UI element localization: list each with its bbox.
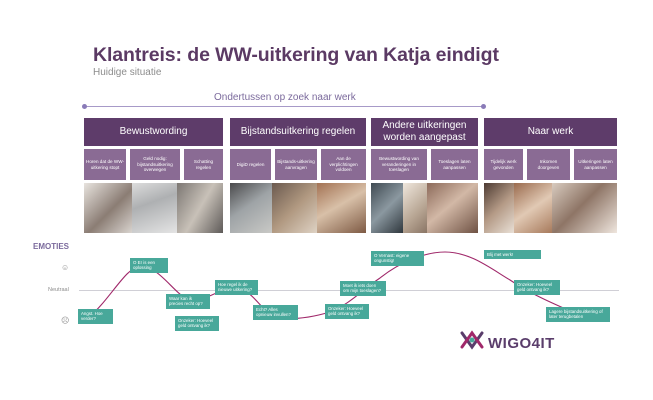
step-digid-regelen: DigiD regelen xyxy=(230,149,271,180)
step-horen-ww-stopt: Horen dat de WW-uitkering stopt xyxy=(84,149,126,180)
phase-bewustwording: Bewustwording xyxy=(84,118,223,146)
photo-desk xyxy=(514,183,552,233)
phase-naar-werk: Naar werk xyxy=(484,118,617,146)
page-title: Klantreis: de WW-uitkering van Katja ein… xyxy=(93,44,499,66)
emotion-note-onzeker-1: Onzeker: Hoeveel geld ontvang ik? xyxy=(175,316,219,331)
emotion-note-opnieuw-invullen: Echt? Alles opnieuw invullen? xyxy=(253,305,298,320)
sad-face-icon: ☹ xyxy=(61,316,70,325)
step-bijstand-overwegen: Geld nodig: bijstandsuitkering overwegen xyxy=(130,149,180,180)
emotion-note-recht-op: Waar kan ik precies recht op? xyxy=(166,294,210,309)
step-uitkeringen-aanpassen: Uitkeringen laten aanpassen xyxy=(574,149,617,180)
step-inkomen-doorgeven: Inkomen doorgeven xyxy=(527,149,570,180)
emotion-note-onzeker-3: Onzeker: Hoeveel geld ontvang ik? xyxy=(514,280,560,295)
photo-money xyxy=(403,183,427,233)
step-tijdelijk-werk: Tijdelijk werk gevonden xyxy=(484,149,523,180)
emotion-note-lagere-bijstand: Lagere bijstandsuitkering of later terug… xyxy=(546,307,610,322)
page-subtitle: Huidige situatie xyxy=(93,67,162,78)
step-schatting-regelen: Schatting regelen xyxy=(184,149,223,180)
photo-atm xyxy=(371,183,403,233)
emotion-note-blij-met-werk: Blij met werk! xyxy=(484,250,541,260)
emotions-heading: EMOTIES xyxy=(33,242,70,251)
step-verplichtingen: Aan de verplichtingen voldoen xyxy=(321,149,366,180)
step-toeslagen-aanpassen: Toeslagen laten aanpassen xyxy=(431,149,478,180)
step-uitkering-aanvragen: Bijstands-uitkering aanvragen xyxy=(275,149,317,180)
timeline-end-dot xyxy=(481,104,486,109)
happy-face-icon: ☺ xyxy=(61,263,70,272)
photo-form xyxy=(272,183,317,233)
photo-woman-reading xyxy=(84,183,132,233)
phase-andere-uitkeringen: Andere uitkeringen worden aangepast xyxy=(371,118,478,146)
photo-documents xyxy=(132,183,177,233)
emotion-note-oplossing: O Er is een oplossing xyxy=(130,258,168,273)
emotion-note-onzeker-2: Onzeker: Hoeveel geld ontvang ik? xyxy=(325,304,369,319)
wigo4it-logo-icon xyxy=(460,330,484,350)
neutral-label: Neutraal xyxy=(48,287,69,293)
emotion-note-toeslagen: Moet ik iets doen om mijn toeslagen? xyxy=(340,281,386,296)
phase-bijstandsuitkering-regelen: Bijstandsuitkering regelen xyxy=(230,118,366,146)
step-bewustwording-toeslagen: Bewustwording van veranderingen in toesl… xyxy=(371,149,427,180)
emotion-curve xyxy=(87,251,569,320)
timeline-label: Ondertussen op zoek naar werk xyxy=(214,92,356,103)
photo-couple xyxy=(427,183,478,233)
photo-woman-laptop xyxy=(552,183,617,233)
photo-worker xyxy=(484,183,514,233)
photo-meeting xyxy=(317,183,366,233)
wigo4it-logo-text: WIGO4IT xyxy=(488,335,555,352)
emotion-note-vernast: O Vernast: eigene ongunstig! xyxy=(371,251,424,266)
timeline-start-dot xyxy=(82,104,87,109)
timeline-line xyxy=(84,106,484,107)
emotion-note-nieuwe-uitkering: Hoe regel ik de nieuwe uitkering? xyxy=(215,280,258,295)
emotion-note-angst: Angst. Hoe verder? xyxy=(78,309,113,324)
photo-laptop xyxy=(230,183,272,233)
photo-signing-paper xyxy=(177,183,223,233)
